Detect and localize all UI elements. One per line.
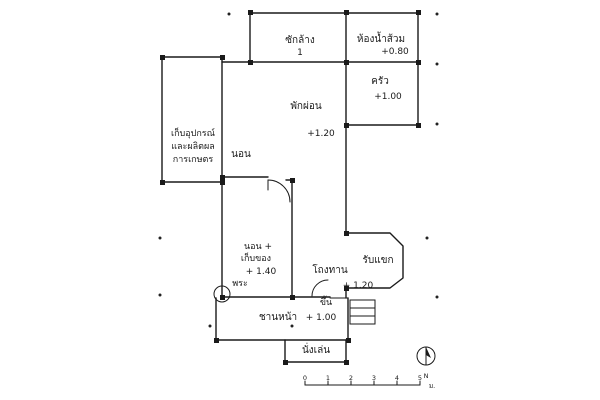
bedroom-level: + 1.40	[246, 267, 277, 277]
scale-tick-5: 5	[418, 374, 422, 382]
terrace-label: ชานหน้า	[259, 311, 297, 323]
sleep-area-label: นอน	[231, 149, 251, 160]
posts	[160, 10, 421, 365]
washroom-label: ซักล้าง	[285, 34, 315, 46]
bathroom-level: +0.80	[381, 47, 409, 57]
kitchen-level: +1.00	[374, 92, 402, 102]
bedroom-label-1: นอน +	[244, 242, 272, 252]
family-level: +1.20	[307, 129, 335, 139]
scale-unit: ม.	[429, 382, 435, 390]
bedroom-label-2: เก็บของ	[241, 251, 271, 264]
grid-dots	[158, 12, 439, 328]
dining-label: โถงทาน	[312, 263, 348, 276]
step-mark: ขึ้น	[320, 295, 332, 308]
north-arrow: N	[416, 346, 436, 380]
shrine-label: พระ	[232, 279, 248, 289]
guest-label: รับแขก	[362, 255, 393, 266]
storage-label-1: เก็บอุปกรณ์	[171, 126, 215, 139]
scale-tick-2: 2	[349, 374, 353, 382]
seat-label: นั่งเล่น	[302, 342, 330, 356]
washroom-level: 1	[297, 48, 303, 58]
scale-tick-0: 0	[303, 374, 307, 382]
walls	[161, 12, 421, 363]
scale-tick-1: 1	[326, 374, 330, 382]
kitchen-label: ครัว	[371, 76, 389, 87]
storage-label-3: การเกษตร	[173, 155, 214, 165]
scale-tick-4: 4	[395, 374, 399, 382]
scale-bar: 0 1 2 3 4 5 ม.	[303, 374, 435, 390]
dining-level: + 1.20	[343, 281, 374, 291]
north-label: N	[424, 372, 429, 380]
scale-tick-3: 3	[372, 374, 376, 382]
terrace-level: + 1.00	[306, 313, 337, 323]
water-jar-icon	[213, 285, 231, 303]
storage-label-2: และผลิตผล	[171, 141, 215, 152]
family-label: พักผ่อน	[290, 101, 322, 112]
bathroom-label: ห้องน้ำส้วม	[357, 31, 405, 45]
